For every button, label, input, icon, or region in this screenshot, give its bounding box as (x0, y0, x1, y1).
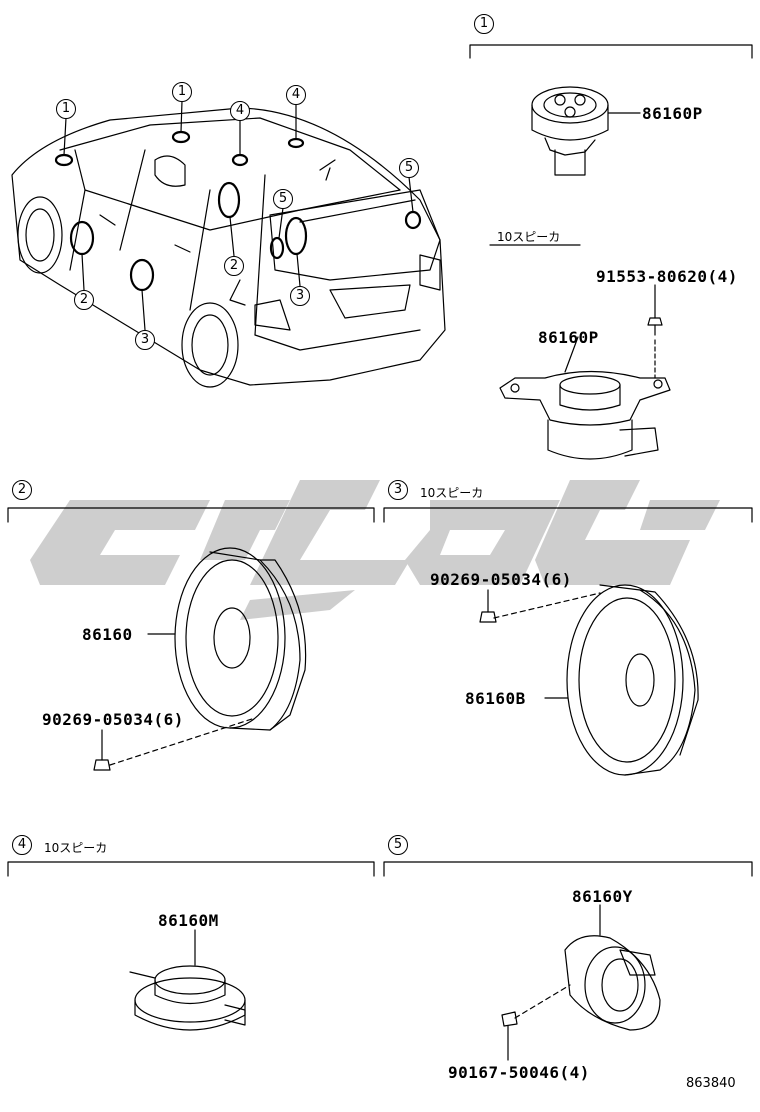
location-marker-5a[interactable]: 5 (399, 158, 419, 178)
speaker-86160B-drawing (479, 584, 699, 776)
watermark-logo (30, 480, 720, 620)
section-5-rule (383, 861, 753, 877)
section-3-marker: 3 (388, 480, 408, 500)
section-3-note: 10スピーカ (420, 486, 484, 500)
speaker-86160Y-drawing (501, 904, 661, 1061)
location-marker-1b[interactable]: 1 (172, 82, 192, 102)
part-number-90269-05034-b[interactable]: 90269-05034(6) (430, 570, 572, 589)
location-marker-2a[interactable]: 2 (74, 290, 94, 310)
section-1-marker: 1 (474, 14, 494, 34)
part-number-86160M[interactable]: 86160M (158, 911, 219, 930)
location-marker-1a[interactable]: 1 (56, 99, 76, 119)
section-3-rule (383, 507, 753, 523)
section-1-rule (469, 44, 753, 59)
section-2-rule (7, 507, 375, 523)
part-number-90269-05034-a[interactable]: 90269-05034(6) (42, 710, 184, 729)
section-4-marker: 4 (12, 835, 32, 855)
variant-note-10sp: 10スピーカ (497, 230, 561, 244)
part-number-86160[interactable]: 86160 (82, 625, 133, 644)
part-number-90167-50046[interactable]: 90167-50046(4) (448, 1063, 590, 1082)
part-number-86160P-10sp[interactable]: 86160P (538, 328, 599, 347)
part-number-91553-80620[interactable]: 91553-80620(4) (596, 267, 738, 286)
location-marker-4b[interactable]: 4 (286, 85, 306, 105)
diagram-id: 863840 (686, 1076, 736, 1091)
section-4-rule (7, 861, 375, 877)
location-marker-2b[interactable]: 2 (224, 256, 244, 276)
location-marker-3b[interactable]: 3 (135, 330, 155, 350)
section-5-marker: 5 (388, 835, 408, 855)
location-marker-5b[interactable]: 5 (273, 189, 293, 209)
speaker-86160-drawing (93, 547, 307, 771)
tweeter-10sp-86160P-drawing (499, 284, 671, 460)
vehicle-overview-drawing (11, 107, 446, 388)
location-marker-3a[interactable]: 3 (290, 286, 310, 306)
part-number-86160P[interactable]: 86160P (642, 104, 703, 123)
speaker-86160M-drawing (129, 929, 246, 1031)
tweeter-86160P-drawing (531, 86, 641, 176)
location-marker-4a[interactable]: 4 (230, 101, 250, 121)
section-4-note: 10スピーカ (44, 841, 108, 855)
part-number-86160B[interactable]: 86160B (465, 689, 526, 708)
section-2-marker: 2 (12, 480, 32, 500)
part-number-86160Y[interactable]: 86160Y (572, 887, 633, 906)
